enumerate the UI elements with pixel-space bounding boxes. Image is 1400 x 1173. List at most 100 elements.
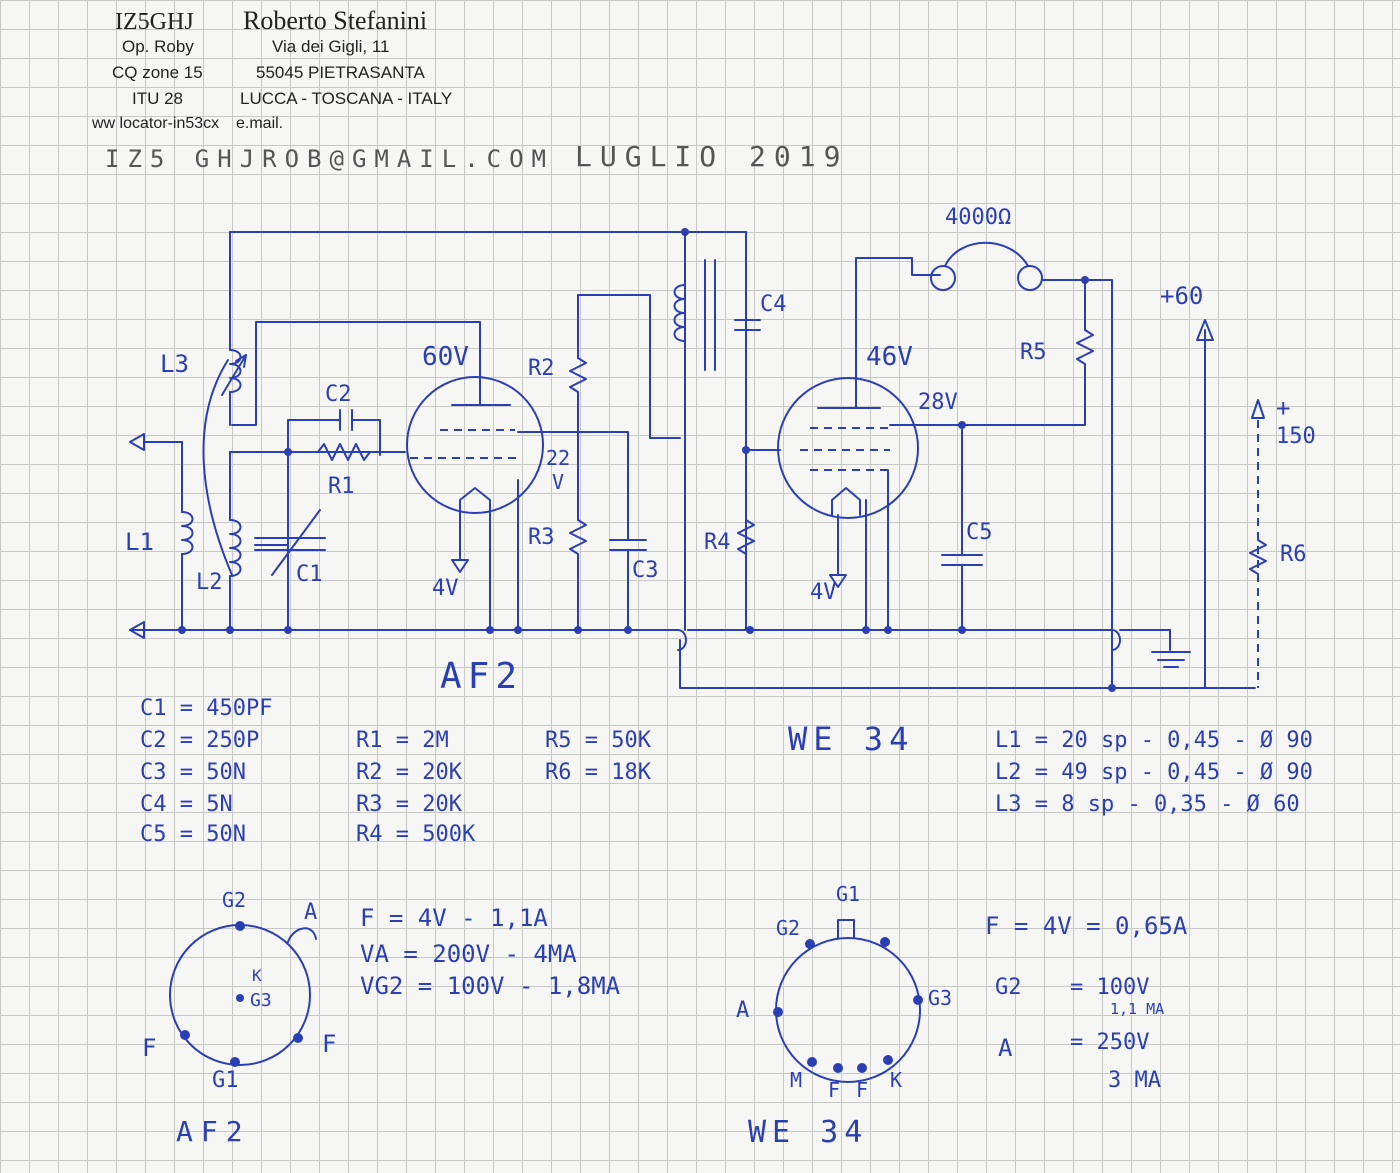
ground-terminal-arrow	[129, 621, 145, 639]
label-r4: R4	[704, 530, 731, 555]
r6-resistor	[1249, 539, 1267, 575]
city: 55045 PIETRASANTA	[256, 63, 425, 82]
we34-grid-cap	[837, 919, 855, 939]
itu-zone: ITU 28	[132, 89, 184, 108]
r3-resistor	[569, 519, 587, 631]
label-c3: C3	[632, 558, 659, 583]
ground-symbol	[1151, 651, 1191, 668]
label-c1: C1	[296, 562, 323, 587]
choke-coil	[673, 284, 686, 342]
we34-pin-g2: G2	[776, 916, 801, 940]
resistor-value: R6 = 18K	[545, 760, 651, 785]
we34-pin-g1: G1	[836, 882, 861, 906]
we34-pin-f-right: F	[856, 1078, 869, 1102]
we34-pin-f-left: F	[828, 1078, 841, 1102]
af2-pinout-title: AF2	[176, 1115, 251, 1148]
resistor-value: R4 = 500K	[356, 822, 476, 847]
ground-bus-crossover-2	[1111, 629, 1121, 651]
tube2-name: WE 34	[788, 720, 915, 758]
tube1-name: AF2	[440, 656, 524, 697]
capacitor-value: C4 = 5N	[140, 792, 233, 817]
l2-coil	[229, 519, 242, 577]
af2-pin-f-left: F	[142, 1034, 157, 1062]
date-handwritten: LUGLIO 2019	[575, 140, 849, 173]
we34-spec-filament: F = 4V = 0,65A	[985, 912, 1188, 940]
label-4000-ohm: 4000Ω	[945, 205, 1012, 230]
we34-socket-pins	[773, 937, 923, 1073]
label-l2: L2	[196, 570, 223, 595]
l1-coil	[181, 511, 194, 555]
af2-pin-g1: G1	[212, 1068, 239, 1093]
label-c4: C4	[760, 292, 787, 317]
c1-variable-arrow	[271, 509, 321, 576]
af2-pin-g3: G3	[250, 990, 272, 1011]
callsign: IZ5GHJ	[115, 9, 194, 35]
label-r6: R6	[1280, 542, 1307, 567]
label-r3: R3	[528, 525, 555, 550]
cq-zone: CQ zone 15	[112, 63, 203, 82]
email-label: e.mail.	[236, 115, 284, 132]
label-r5: R5	[1020, 340, 1047, 365]
we34-pin-k: K	[890, 1068, 903, 1092]
antenna-terminal-arrow	[129, 433, 145, 451]
l3-to-anode-wire	[231, 321, 481, 426]
email-handwritten: IZ5 GHJROB@GMAIL.COM	[105, 145, 554, 173]
capacitor-value: C2 = 250P	[140, 728, 260, 753]
region: LUCCA - TOSCANA - ITALY	[240, 89, 453, 108]
af2-anode-cap	[287, 927, 317, 943]
we34-pin-g3: G3	[928, 986, 953, 1010]
label-plus150-sign: +	[1276, 394, 1291, 422]
r5-resistor	[1076, 329, 1094, 376]
resistor-value: R2 = 20K	[356, 760, 462, 785]
af2-filament	[459, 487, 491, 516]
we34-tube-envelope	[777, 377, 919, 519]
we34-spec-a-current: 3 MA	[1108, 1068, 1161, 1093]
af2-tube-envelope	[406, 376, 544, 514]
we34-pin-a: A	[736, 998, 750, 1023]
label-r1: R1	[328, 474, 355, 499]
junction-dots	[178, 228, 1116, 692]
af2-filament-arrow	[451, 559, 469, 573]
locator: ww locator-in53cx	[92, 115, 220, 132]
we34-spec-a-voltage: = 250V	[1070, 1030, 1150, 1055]
l3-variable-arrow	[221, 354, 247, 396]
we34-filament	[831, 487, 861, 516]
street: Via dei Gigli, 11	[272, 37, 390, 56]
we34-spec-g2-voltage: = 100V	[1070, 975, 1150, 1000]
screen-wire	[889, 374, 1086, 426]
owner-name: Roberto Stefanini	[243, 6, 428, 35]
label-28v: 28V	[918, 390, 958, 415]
coupling-arc	[202, 359, 233, 576]
af2-pin-k: K	[252, 966, 262, 985]
label-22v-a: 22	[546, 446, 571, 470]
r1-resistor	[317, 443, 406, 461]
resistor-value: R1 = 2M	[356, 728, 449, 753]
af2-pin-g2: G2	[222, 888, 247, 912]
we34-pinout-title: WE 34	[748, 1115, 869, 1150]
headphone-band	[944, 241, 1029, 267]
label-60v: 60V	[422, 342, 469, 372]
label-plus150-value: 150	[1276, 424, 1316, 449]
we34-spec-a: A	[998, 1034, 1013, 1062]
we34-pin-m: M	[790, 1068, 803, 1092]
capacitor-value: C1 = 450PF	[140, 696, 273, 721]
c3-wire	[517, 431, 629, 541]
af2-spec: VA = 200V - 4MA	[360, 940, 577, 968]
we34-anode-wire	[855, 257, 941, 409]
label-22v-b: V	[552, 470, 565, 494]
label-46v: 46V	[866, 342, 913, 372]
coil-value: L2 = 49 sp - 0,45 - Ø 90	[995, 760, 1313, 785]
af2-socket-pins	[180, 921, 303, 1067]
label-4v-af2: 4V	[432, 576, 459, 601]
resistor-value: R3 = 20K	[356, 792, 462, 817]
af2-pin-f-right: F	[322, 1030, 337, 1058]
label-plus60: +60	[1160, 282, 1204, 310]
l3-coil	[229, 349, 242, 393]
we34-filament-arrow	[829, 574, 847, 588]
label-l1: L1	[125, 528, 154, 556]
label-c5: C5	[966, 520, 993, 545]
label-r2: R2	[528, 356, 555, 381]
r2-top-wire	[577, 294, 681, 439]
we34-spec-g2: G2	[995, 975, 1022, 1000]
